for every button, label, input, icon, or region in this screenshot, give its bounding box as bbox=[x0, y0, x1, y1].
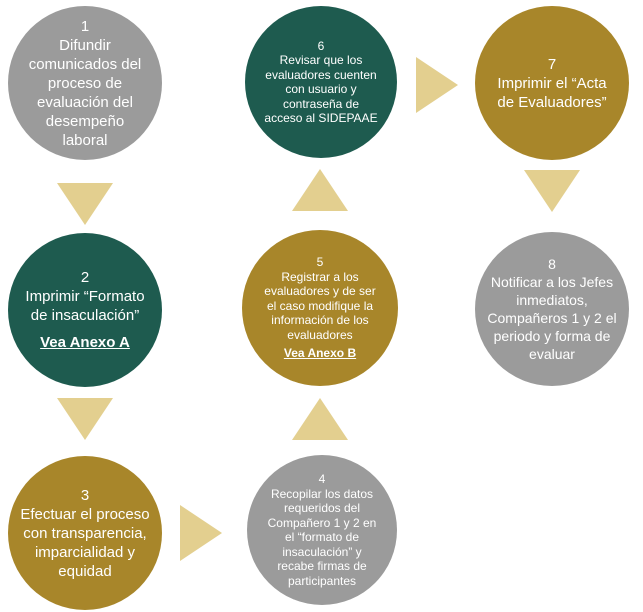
step-2-text: Imprimir “Formato de insaculación” bbox=[25, 288, 145, 324]
arrow-right-3-to-4 bbox=[180, 505, 222, 561]
step-2-circle: 2 Imprimir “Formato de insaculación” Vea… bbox=[8, 233, 162, 387]
step-5-circle: 5 Registrar a los evaluadores y de ser e… bbox=[242, 230, 398, 386]
step-6-circle: 6 Revisar que los evaluadores cuenten co… bbox=[245, 6, 397, 158]
step-5-annex-link[interactable]: Vea Anexo B bbox=[283, 346, 357, 361]
step-1-circle: 1 Difundir comunicados del proceso de ev… bbox=[8, 6, 162, 160]
step-8-number: 8 bbox=[548, 256, 556, 272]
arrow-down-1-to-2 bbox=[57, 183, 113, 225]
step-4-text: Recopilar los datos requeridos del Compa… bbox=[267, 486, 377, 588]
step-8-circle: 8 Notificar a los Jefes inmediatos, Comp… bbox=[475, 232, 629, 386]
arrow-right-6-to-7 bbox=[416, 57, 458, 113]
arrow-up-5-to-6 bbox=[292, 169, 348, 211]
step-3-text: Efectuar el proceso con transparencia, i… bbox=[20, 505, 150, 580]
arrow-up-4-to-5 bbox=[292, 398, 348, 440]
step-1-text: Difundir comunicados del proceso de eval… bbox=[28, 36, 142, 149]
step-8-text: Notificar a los Jefes inmediatos, Compañ… bbox=[487, 274, 617, 362]
step-5-number: 5 bbox=[316, 255, 324, 270]
arrow-down-7-to-8 bbox=[524, 170, 580, 212]
step-7-circle: 7 Imprimir el “Acta de Evaluadores” bbox=[475, 6, 629, 160]
step-2-number: 2 bbox=[80, 269, 90, 286]
step-3-circle: 3 Efectuar el proceso con transparencia,… bbox=[8, 456, 162, 610]
step-3-number: 3 bbox=[80, 486, 90, 504]
step-1-number: 1 bbox=[80, 17, 90, 35]
step-4-circle: 4 Recopilar los datos requeridos del Com… bbox=[247, 455, 397, 605]
step-6-number: 6 bbox=[317, 38, 325, 53]
step-7-text: Imprimir el “Acta de Evaluadores” bbox=[497, 74, 607, 111]
step-4-number: 4 bbox=[318, 472, 326, 486]
step-5-text: Registrar a los evaluadores y de ser el … bbox=[264, 269, 376, 342]
step-7-number: 7 bbox=[547, 55, 557, 73]
step-6-text: Revisar que los evaluadores cuenten con … bbox=[264, 53, 378, 125]
arrow-down-2-to-3 bbox=[57, 398, 113, 440]
step-2-annex-link[interactable]: Vea Anexo A bbox=[40, 334, 130, 351]
